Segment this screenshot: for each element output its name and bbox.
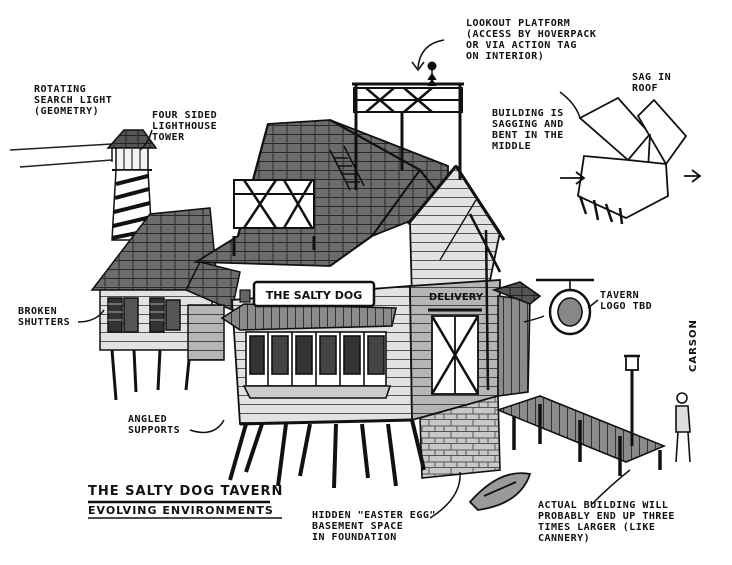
hanging-sign: [536, 278, 594, 336]
note-searchlight: ROTATING SEARCH LIGHT (GEOMETRY): [34, 84, 113, 117]
note-easter-egg: HIDDEN "EASTER EGG" BASEMENT SPACE IN FO…: [312, 510, 436, 543]
note-lookout-platform: LOOKOUT PLATFORM (ACCESS BY HOVERPACK OR…: [466, 18, 597, 62]
note-actual-building: ACTUAL BUILDING WILL PROBABLY END UP THR…: [538, 500, 675, 544]
note-broken-shutters: BROKEN SHUTTERS: [18, 306, 71, 328]
lighthouse-tower: [106, 129, 158, 241]
rowboat: [468, 472, 532, 511]
annex-stilts: [110, 349, 192, 401]
bay-window: [220, 303, 397, 399]
side-shed: [491, 281, 542, 397]
tavern-sign-text: THE SALTY DOG: [266, 289, 363, 302]
title-main: THE SALTY DOG TAVERN: [88, 484, 284, 499]
note-lighthouse-tower: FOUR SIDED LIGHTHOUSE TOWER: [152, 110, 218, 143]
angled-support-stilts: [228, 418, 426, 489]
note-tavern-logo: TAVERN LOGO TBD: [600, 290, 653, 312]
shed-roof: [184, 261, 241, 361]
leader-lines: [77, 39, 631, 519]
delivery-door: DELIVERY: [428, 292, 484, 395]
sag-diagram: [560, 96, 702, 225]
delivery-sign-text: DELIVERY: [429, 292, 484, 303]
title-subtitle: EVOLVING ENVIRONMENTS: [88, 504, 274, 517]
left-annex: [90, 207, 219, 401]
note-sagging: BUILDING IS SAGGING AND BENT IN THE MIDD…: [492, 108, 564, 152]
dormer-platform: [232, 179, 316, 256]
delivery-crane: [439, 199, 502, 391]
figure: [675, 392, 691, 463]
note-angled-supports: ANGLED SUPPORTS: [128, 414, 181, 436]
searchlight-beam: [9, 143, 113, 168]
artist-signature: CARSON: [688, 319, 699, 372]
tavern-sign: THE SALTY DOG: [239, 280, 376, 308]
roof-ladder: [329, 145, 365, 191]
title-underlines: [88, 500, 282, 519]
note-sag-in-roof: SAG IN ROOF: [632, 72, 672, 94]
lookout-platform: [352, 61, 464, 190]
lamp-post: [624, 354, 640, 446]
dock: [495, 395, 667, 476]
